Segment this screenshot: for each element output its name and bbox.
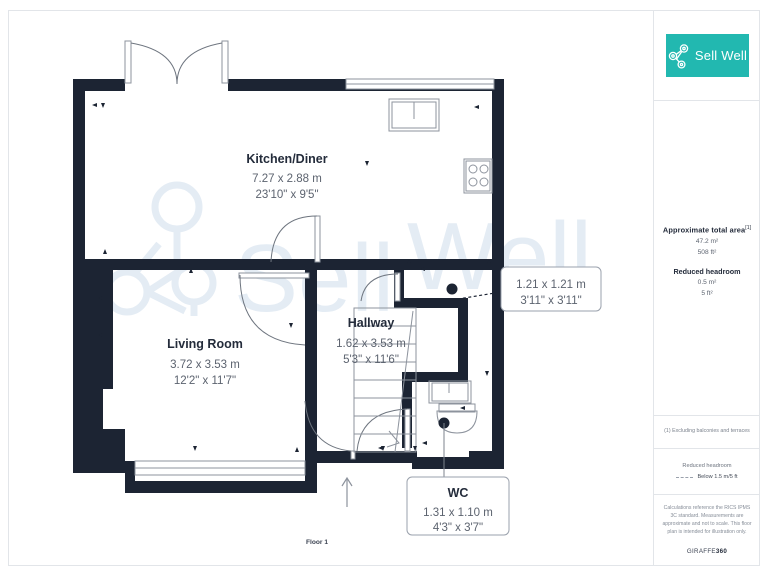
room-name-wc: WC <box>448 486 469 500</box>
door-leaf-living-room <box>238 272 310 279</box>
floor-plan-canvas: .wall { fill:#1c2433; } .thin { fill:non… <box>9 11 653 565</box>
reduced-headroom-imperial: 5 ft² <box>701 289 713 297</box>
room-name-kitchen: Kitchen/Diner <box>246 152 327 166</box>
living-room-bay-window <box>134 467 306 476</box>
wc-fixtures <box>428 380 478 434</box>
room-metric-hallway: 1.62 x 3.53 m <box>336 338 406 350</box>
brand-logo-section: Sell Well <box>654 11 760 101</box>
room-imperial-hallway: 5'3" x 11'6" <box>343 354 399 366</box>
store-cupboard-marker <box>446 283 502 301</box>
entrance-arrow <box>341 476 353 507</box>
staircase <box>353 307 417 453</box>
room-label-kitchen-diner: Kitchen/Diner 7.27 x 2.88 m 23'10" x 9'5… <box>246 152 327 201</box>
store-imperial: 3'11" x 3'11" <box>520 295 581 307</box>
legend-row: Below 1.5 m/5 ft <box>676 474 738 480</box>
sell-well-logo: Sell Well <box>665 34 749 77</box>
room-imperial-living: 12'2" x 11'7" <box>174 375 236 387</box>
room-label-living-room: Living Room 3.72 x 3.53 m 12'2" x 11'7" <box>167 337 243 387</box>
kitchen-window <box>345 78 495 85</box>
door-swing-arc <box>176 42 223 85</box>
legend-label: Below 1.5 m/5 ft <box>697 474 738 480</box>
room-metric-wc: 1.31 x 1.10 m <box>423 507 493 519</box>
dashed-line-icon <box>676 476 694 478</box>
footnote-text: (1) Excluding balconies and terraces <box>664 428 750 435</box>
dimension-ticks <box>92 103 491 452</box>
total-area-metric: 47.2 m² <box>695 238 719 246</box>
door-leaf-wc <box>404 408 411 452</box>
disclaimer-text: Calculations reference the RICS IPMS 3C … <box>662 505 752 535</box>
total-area-imperial: 508 ft² <box>697 248 717 256</box>
store-metric: 1.21 x 1.21 m <box>516 279 586 291</box>
legend-title: Reduced headroom <box>682 463 732 469</box>
legend-section: Reduced headroom Below 1.5 m/5 ft <box>654 449 760 495</box>
living-room-bay-window <box>134 460 306 469</box>
kitchen-sink-unit <box>388 98 440 132</box>
approximate-total-area-title: Approximate total area[1] <box>662 225 752 235</box>
room-imperial-kitchen: 23'10" x 9'5" <box>255 189 318 201</box>
room-name-hallway: Hallway <box>348 316 395 330</box>
door-leaf-kitchen <box>314 215 321 263</box>
reduced-headroom-title: Reduced headroom <box>673 266 741 276</box>
footnote-section: (1) Excluding balconies and terraces <box>654 416 760 449</box>
room-label-hallway: Hallway 1.62 x 3.53 m 5'3" x 11'6" <box>336 316 406 366</box>
room-metric-living: 3.72 x 3.53 m <box>170 359 240 371</box>
callout-store-cupboard: 1.21 x 1.21 m 3'11" x 3'11" <box>500 266 602 312</box>
provider-credit: GIRAFFE360 <box>686 547 728 555</box>
callout-wc: WC 1.31 x 1.10 m 4'3" x 3'7" <box>406 423 510 536</box>
kitchen-hob <box>463 158 493 194</box>
area-footnote-marker: [1] <box>745 225 752 232</box>
reduced-headroom-metric: 0.5 m² <box>697 279 717 287</box>
interior-doors <box>238 215 411 507</box>
french-door-leaf-left <box>124 40 132 84</box>
floor-label: Floor 1 <box>306 539 328 546</box>
room-imperial-wc: 4'3" x 3'7" <box>433 522 483 534</box>
french-door-leaf-right <box>221 40 229 84</box>
sell-well-mark-icon <box>668 43 689 69</box>
logo-wordmark: Sell Well <box>694 48 748 63</box>
wc-basin <box>428 380 472 404</box>
area-summary-section: Approximate total area[1] 47.2 m² 508 ft… <box>654 101 760 416</box>
disclaimer-section: Calculations reference the RICS IPMS 3C … <box>654 495 760 555</box>
windows-and-glazing <box>124 40 495 476</box>
room-metric-kitchen: 7.27 x 2.88 m <box>252 173 322 185</box>
front-door <box>350 450 356 460</box>
room-name-living: Living Room <box>167 337 243 351</box>
door-swing-arc <box>130 42 178 85</box>
kitchen-window <box>345 83 495 90</box>
info-sidebar: Sell Well Approximate total area[1] 47.2… <box>653 11 760 565</box>
